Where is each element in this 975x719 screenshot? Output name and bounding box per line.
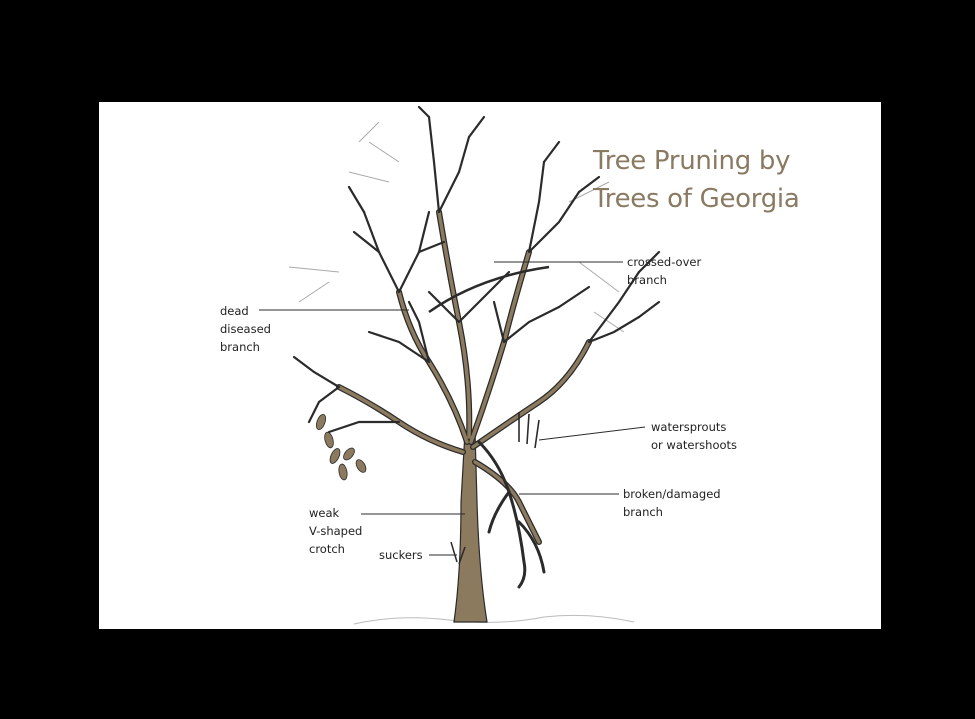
ground-line: [354, 615, 634, 624]
leader-watersprouts: [539, 427, 645, 440]
label-dead-diseased: dead diseased branch: [220, 302, 271, 356]
label-broken-damaged: broken/damaged branch: [623, 485, 721, 521]
label-weak-crotch: weak V-shaped crotch: [309, 504, 362, 558]
label-crossed-over: crossed-over branch: [627, 253, 701, 289]
dead-leaves: [315, 413, 368, 480]
label-suckers: suckers: [379, 546, 423, 564]
broken-branch: [479, 442, 544, 587]
watersprouts: [519, 412, 539, 448]
label-watersprouts: watersprouts or watershoots: [651, 418, 737, 454]
diagram-panel: Tree Pruning by Trees of Georgia crossed…: [99, 102, 881, 629]
trunk: [454, 432, 487, 622]
diagram-title: Tree Pruning by Trees of Georgia: [593, 142, 799, 218]
title-line-1: Tree Pruning by: [593, 142, 799, 180]
title-line-2: Trees of Georgia: [593, 180, 799, 218]
